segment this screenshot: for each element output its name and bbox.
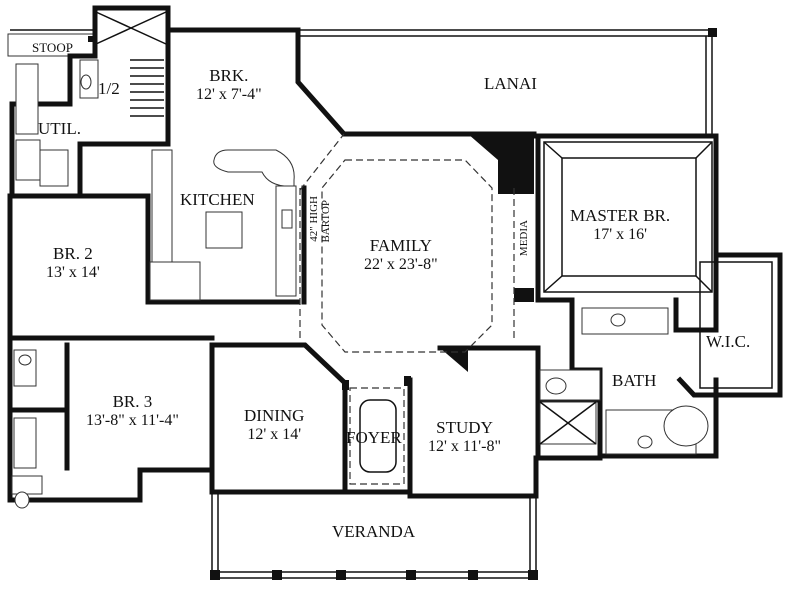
master-label: MASTER BR. 17' x 16' [570, 206, 670, 244]
master-dims: 17' x 16' [593, 225, 647, 243]
study-name: STUDY [436, 418, 493, 437]
exterior-walls [7, 5, 719, 503]
study-dims: 12' x 11'-8" [428, 437, 502, 455]
util-label: UTIL. [38, 119, 81, 138]
br2-dims: 13' x 14' [46, 263, 100, 281]
br2-label: BR. 2 13' x 14' [46, 244, 100, 282]
br3-name: BR. 3 [112, 392, 153, 411]
veranda-area [210, 492, 538, 580]
br2-name: BR. 2 [53, 244, 93, 263]
stair [95, 11, 167, 117]
bartop-label-2: BARTOP [320, 200, 333, 243]
veranda-label: VERANDA [332, 522, 416, 541]
kitchen-island [149, 149, 297, 301]
dining-dims: 12' x 14' [247, 425, 302, 443]
family-ceiling [321, 159, 493, 353]
lanai-area [300, 28, 717, 135]
family-name: FAMILY [369, 236, 432, 255]
bath-fixtures [11, 59, 709, 509]
bartop-label: 42" HIGH [308, 196, 321, 242]
wic-label: W.I.C. [706, 332, 751, 351]
brk-name: BRK. [209, 66, 249, 85]
family-dims: 22' x 23'-8" [364, 255, 438, 273]
study-label: STUDY 12' x 11'-8" [428, 418, 501, 456]
family-label: FAMILY 22' x 23'-8" [364, 236, 438, 274]
stoop-label: STOOP [32, 40, 73, 55]
br3-label: BR. 3 13'-8" x 11'-4" [86, 392, 179, 430]
br3-dims: 13'-8" x 11'-4" [86, 411, 179, 429]
brk-dims: 12' x 7'-4" [196, 85, 262, 103]
half-bath-label: 1/2 [98, 79, 120, 98]
bartop-line1: 42" HIGH [308, 196, 320, 242]
brk-label: BRK. 12' x 7'-4" [196, 66, 262, 104]
media-label: MEDIA [518, 220, 530, 257]
master-name: MASTER BR. [570, 206, 671, 225]
stoop-area [7, 29, 95, 57]
foyer-label: FOYER [346, 428, 402, 447]
master-ceiling [543, 141, 713, 293]
dining-label: DINING 12' x 14' [244, 406, 304, 444]
kitchen-label: KITCHEN [180, 190, 255, 209]
lanai-label: LANAI [484, 74, 537, 93]
dining-name: DINING [244, 406, 305, 425]
bath-label: BATH [612, 371, 657, 390]
bartop-line2: BARTOP [320, 200, 332, 243]
